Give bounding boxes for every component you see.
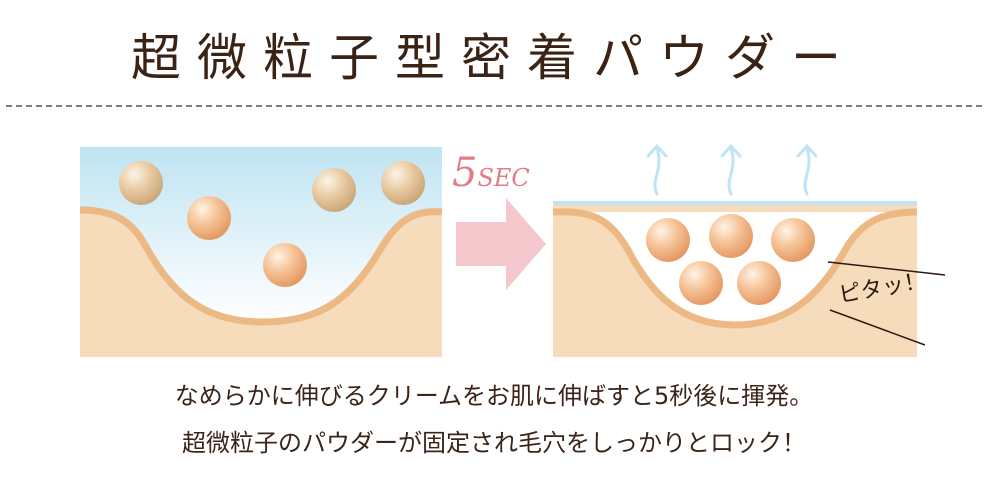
timer-label: 5SEC [452, 150, 530, 196]
emphasis-line [827, 261, 946, 276]
before-panel [79, 147, 443, 357]
evaporation-arrows [646, 143, 818, 196]
evaporation-arrow-icon [727, 146, 735, 196]
particle [679, 261, 723, 305]
transition-arrow-icon [456, 198, 546, 290]
particle [646, 218, 690, 262]
caption-line-2: 超微粒子のパウダーが固定され毛穴をしっかりとロック！ [182, 429, 806, 457]
dashed-divider [6, 105, 982, 107]
particle [119, 161, 163, 205]
particle [381, 161, 425, 205]
page-title: 超微粒子型密着パウダー [131, 29, 857, 87]
particle [187, 196, 231, 240]
evaporation-arrow-icon [720, 143, 742, 158]
after-panel [552, 143, 946, 357]
particle [771, 218, 815, 262]
pore-edge-right [552, 208, 918, 329]
timer-number: 5 [452, 150, 478, 196]
evaporation-arrow-icon [796, 143, 818, 158]
evaporation-arrow-icon [653, 146, 661, 196]
particle [709, 214, 753, 258]
pore-edge-left [79, 206, 443, 326]
emphasis-line [829, 309, 926, 346]
particle [263, 243, 307, 287]
evaporation-arrow-icon [646, 143, 668, 158]
evaporation-arrow-icon [803, 146, 811, 196]
timer-unit: SEC [477, 164, 530, 192]
particle [312, 168, 356, 212]
pore-right [553, 211, 917, 325]
caption-line-1: なめらかに伸びるクリームをお肌に伸ばすと5秒後に揮発。 [174, 382, 814, 410]
particle [737, 261, 781, 305]
